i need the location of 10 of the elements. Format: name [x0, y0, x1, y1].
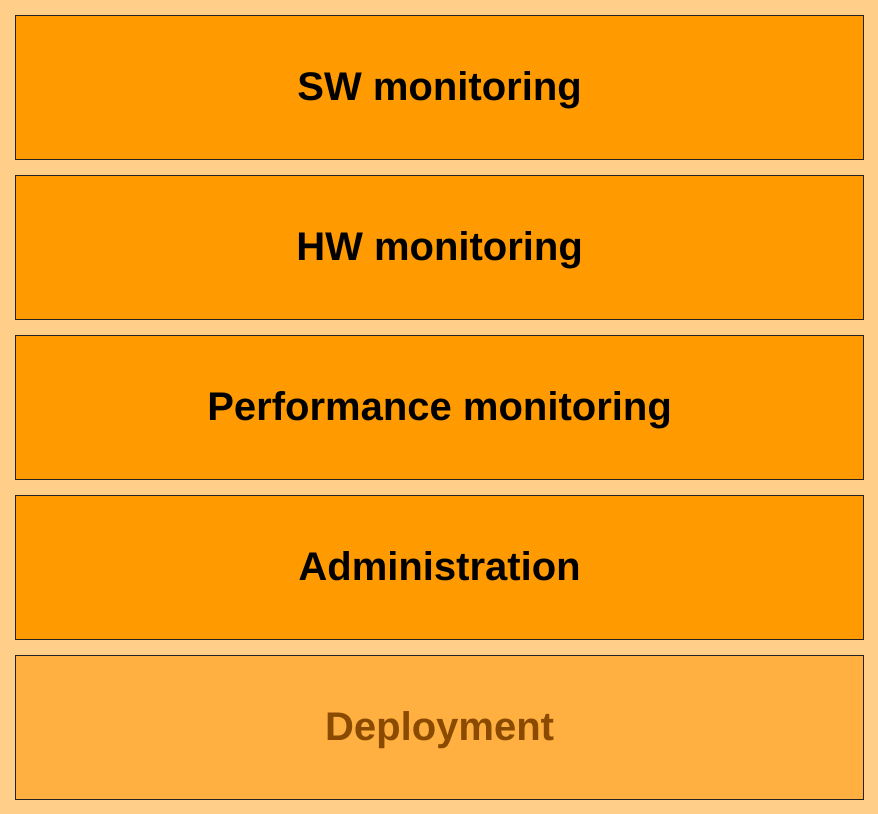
layer-box: [15, 175, 864, 320]
layer-label: Performance monitoring: [207, 385, 672, 430]
layer-box: [15, 335, 864, 480]
layer-label: Deployment: [325, 705, 554, 750]
layer-label: SW monitoring: [297, 65, 582, 110]
layer-box: [15, 655, 864, 800]
layer-label: HW monitoring: [296, 225, 583, 270]
layer-box: [15, 15, 864, 160]
layer-box: [15, 495, 864, 640]
layer-label: Administration: [298, 545, 581, 590]
